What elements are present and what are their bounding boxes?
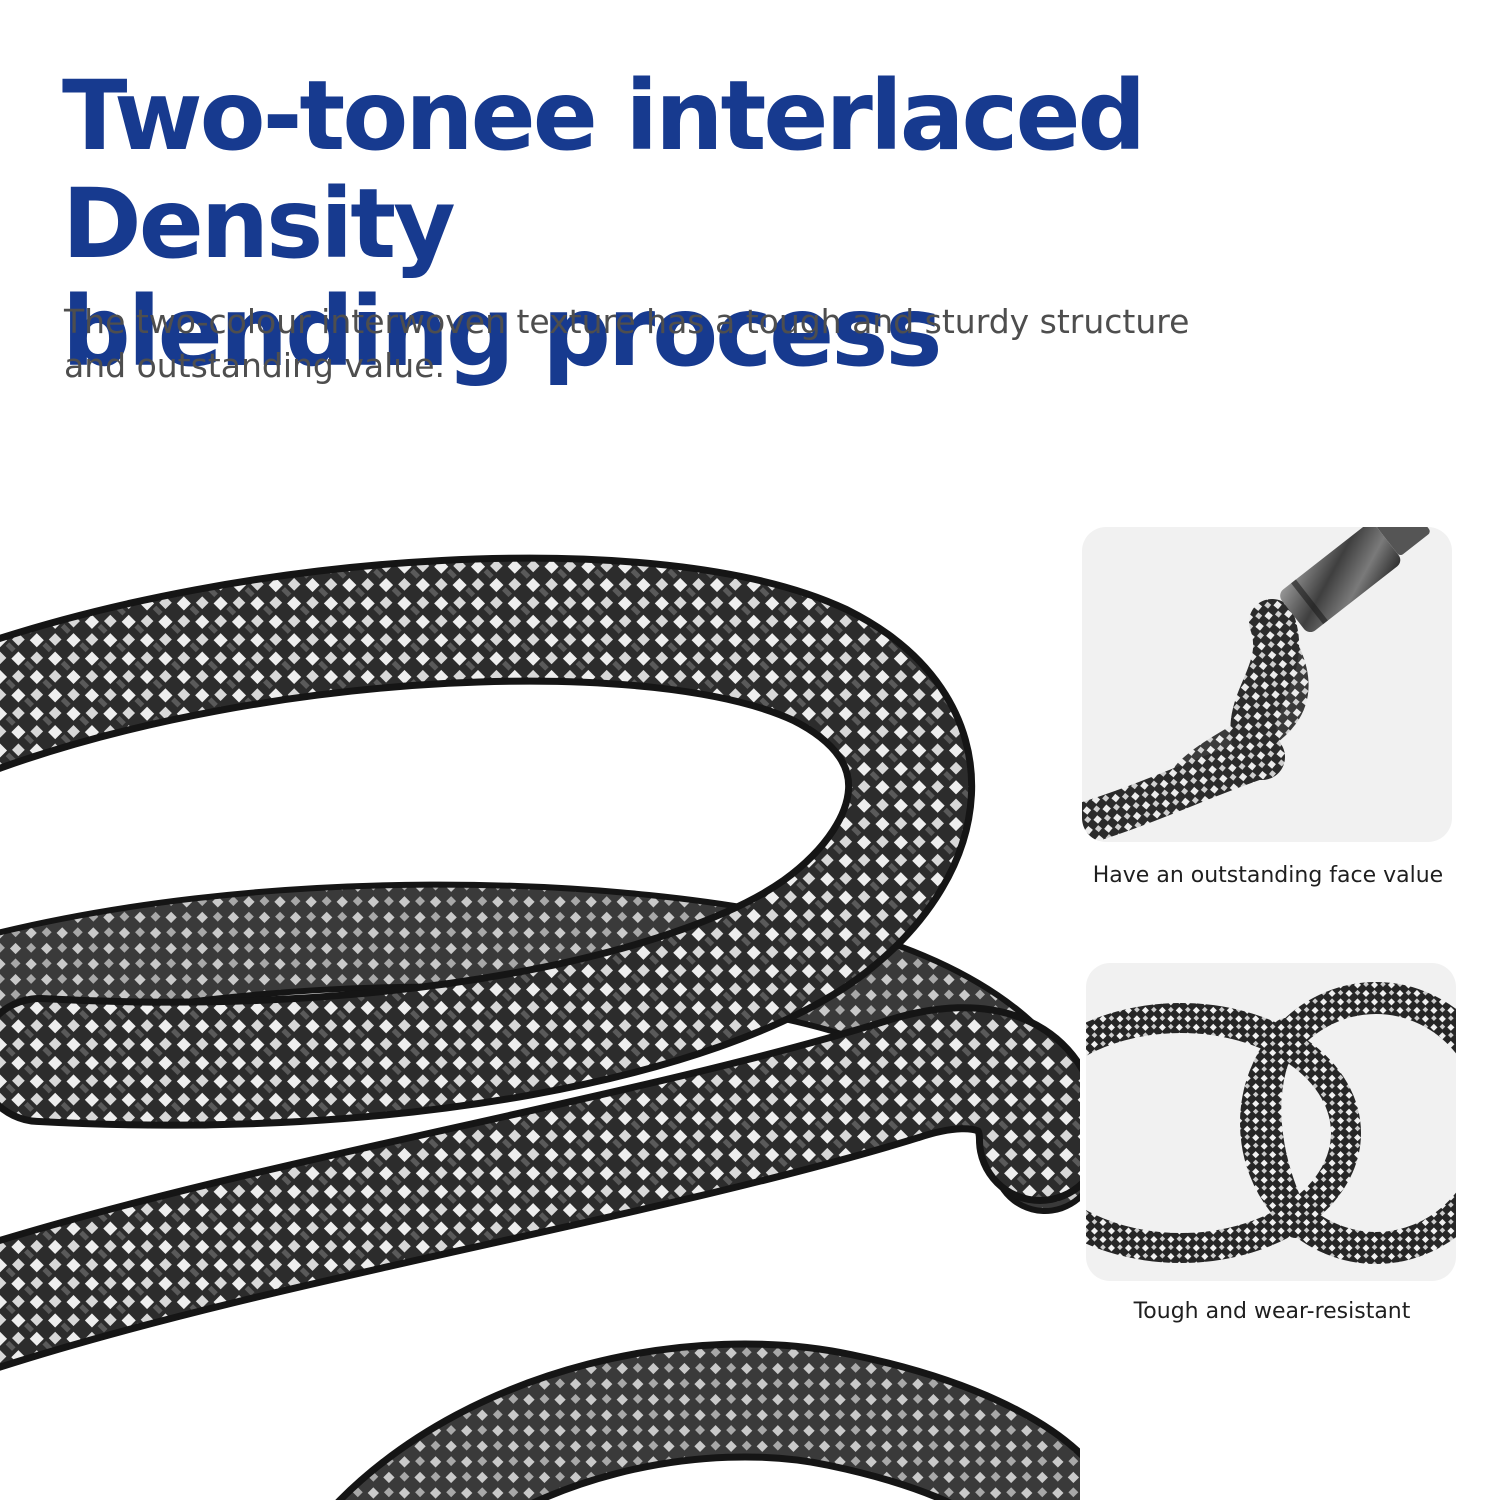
subtitle-line-2: and outstanding value. <box>64 346 445 385</box>
cable-connector-thumbnail <box>1082 527 1452 842</box>
feature-caption-wear-resistant: Tough and wear-resistant <box>1133 1299 1411 1324</box>
interlinked-loops-thumbnail <box>1086 963 1456 1281</box>
headline: Two-tonee interlaced Density blending pr… <box>62 62 1482 386</box>
braided-cable-coil-image <box>0 520 1080 1500</box>
headline-line-1: Two-tonee interlaced Density <box>62 60 1146 280</box>
headline-line-2: blending process <box>62 276 942 388</box>
feature-caption-face-value: Have an outstanding face value <box>1092 863 1444 888</box>
subtitle: The two-colour interwoven texture has a … <box>64 300 1244 388</box>
subtitle-line-1: The two-colour interwoven texture has a … <box>64 302 1190 341</box>
